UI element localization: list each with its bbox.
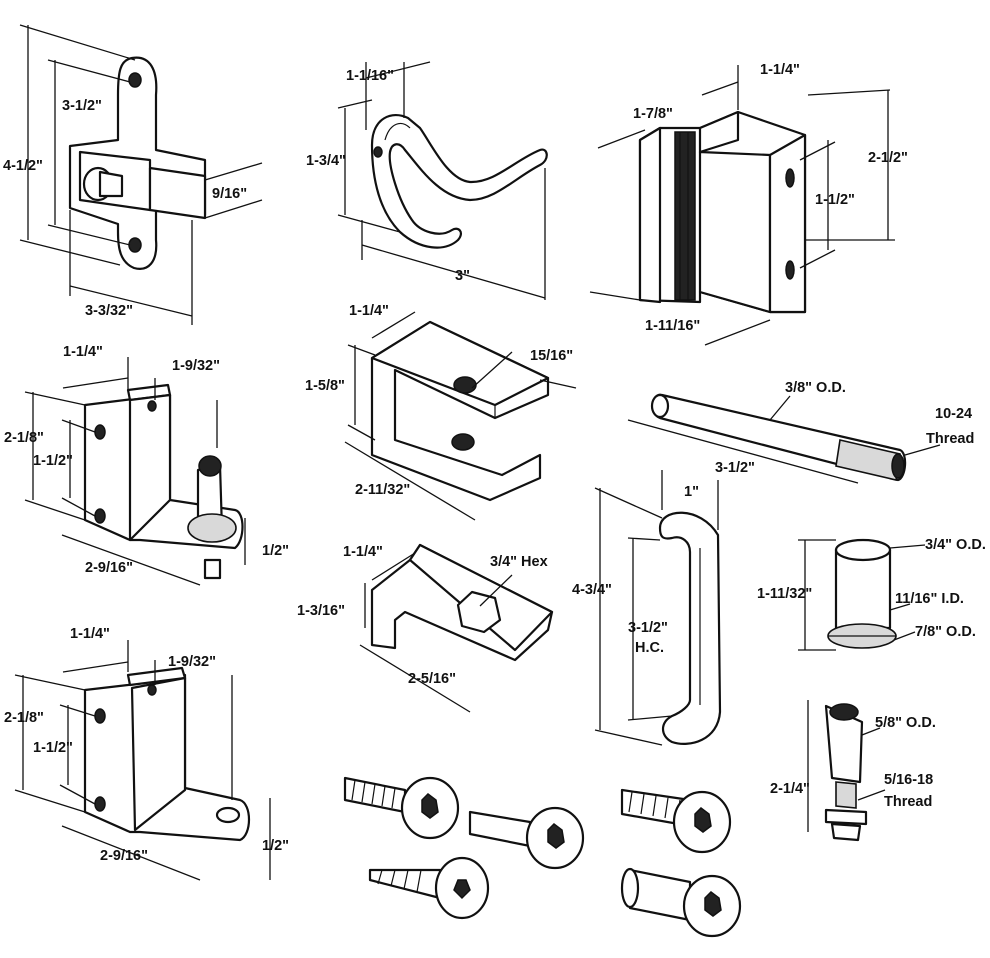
strike-height-label: 2-1/2": [868, 150, 908, 166]
cam-pin: [824, 703, 868, 842]
keeper-dimensions: 1-1/4" 1-5/8" 15/16" 2-11/32": [305, 303, 577, 521]
bushing-flange-label: 7/8" O.D.: [915, 624, 976, 640]
cam-thread-size-label: 5/16-18: [884, 772, 933, 788]
hex-size-label: 3/4" Hex: [490, 554, 548, 570]
bottom-hinge-height-label: 2-1/8": [4, 710, 44, 726]
bottom-hinge-depth-label: 2-9/16": [100, 848, 148, 864]
handle-length-label: 4-3/4": [572, 582, 612, 598]
top-hinge-holes-label: 1-1/2": [33, 453, 73, 469]
top-hinge-depth-label: 2-9/16": [85, 560, 133, 576]
hook-height-label: 1-3/4": [306, 153, 346, 169]
top-hinge-height-label: 2-1/8": [4, 430, 44, 446]
handle-hc-label: 3-1/2": [628, 620, 668, 636]
top-hinge-thickness-label: 1/2": [262, 543, 289, 559]
strike-width-label: 1-11/16": [645, 318, 700, 334]
strike-hole-spacing-label: 1-1/2": [815, 192, 855, 208]
top-hinge-pin-label: 1-9/32": [172, 358, 220, 374]
screw-sheet-metal-1: [620, 788, 732, 854]
bushing-dimensions: 3/4" O.D. 1-11/32" 11/16" I.D. 7/8" O.D.: [757, 537, 986, 651]
top-hinge: [83, 383, 244, 580]
door-latch: [68, 56, 207, 270]
keeper-height-label: 1-5/8": [305, 378, 345, 394]
bushing: [827, 538, 897, 649]
cam-od-label: 5/8" O.D.: [875, 715, 936, 731]
strike-dimensions: 1-1/4" 1-7/8" 2-1/2" 1-1/2" 1-11/16": [589, 62, 908, 346]
hook-width-label: 1-1/16": [346, 68, 394, 84]
barrel-nut: [620, 867, 742, 938]
threaded-pin: [650, 393, 907, 482]
coat-hook: [370, 113, 548, 249]
pull-handle: [658, 511, 722, 745]
bottom-hinge-holes-label: 1-1/2": [33, 740, 73, 756]
keeper-hole-label: 15/16": [530, 348, 573, 364]
strike-front-label: 1-7/8": [633, 106, 673, 122]
hex-keeper-height-label: 1-3/16": [297, 603, 345, 619]
hook-dimensions: 1-1/16" 1-3/4" 3": [306, 61, 546, 300]
bushing-height-label: 1-11/32": [757, 586, 812, 602]
pin-thread-size-label: 10-24: [935, 406, 972, 422]
keeper-width-label: 1-1/4": [349, 303, 389, 319]
cam-thread-label: Thread: [884, 794, 932, 810]
hex-keeper: [370, 543, 554, 662]
bottom-hinge-pin-label: 1-9/32": [168, 654, 216, 670]
bottom-hinge-thickness-label: 1/2": [262, 838, 289, 854]
top-hinge-dimensions: 1-1/4" 1-9/32" 2-1/8" 1-1/2" 2-9/16" 1/2…: [4, 344, 289, 586]
pin-od-label: 3/8" O.D.: [785, 380, 846, 396]
pin-dimensions: 3/8" O.D. 10-24 Thread 3-1/2": [627, 380, 974, 484]
hex-keeper-dimensions: 1-1/4" 3/4" Hex 1-3/16" 2-5/16": [297, 544, 548, 713]
strike-depth-label: 1-1/4": [760, 62, 800, 78]
pin-thread-label: Thread: [926, 431, 974, 447]
strike-bracket: [638, 110, 807, 314]
handle-hc-suffix-label: H.C.: [635, 640, 664, 656]
latch-dimensions: 4-1/2" 3-1/2" 3-3/32" 9/16": [3, 24, 263, 325]
handle-width-label: 1": [684, 484, 699, 500]
screw-wood: [368, 856, 490, 920]
bushing-od-label: 3/4" O.D.: [925, 537, 986, 553]
hex-keeper-length-label: 2-5/16": [408, 671, 456, 687]
latch-width-label: 3-3/32": [85, 303, 133, 319]
bottom-hinge-width-label: 1-1/4": [70, 626, 110, 642]
cam-dimensions: 5/8" O.D. 2-1/4" 5/16-18 Thread: [770, 700, 936, 832]
bottom-hinge: [83, 666, 251, 842]
hook-length-label: 3": [455, 268, 470, 284]
top-hinge-width-label: 1-1/4": [63, 344, 103, 360]
bottom-hinge-dimensions: 1-1/4" 1-9/32" 2-1/8" 1-1/2" 2-9/16" 1/2…: [4, 626, 289, 881]
latch-hole-spacing-label: 3-1/2": [62, 98, 102, 114]
bushing-id-label: 11/16" I.D.: [895, 591, 964, 607]
latch-bolt-label: 9/16": [212, 186, 247, 202]
hex-keeper-width-label: 1-1/4": [343, 544, 383, 560]
screw-machine-2: [468, 806, 585, 870]
latch-height-label: 4-1/2": [3, 158, 43, 174]
screw-machine-1: [343, 776, 460, 840]
cam-length-label: 2-1/4": [770, 781, 810, 797]
pin-length-label: 3-1/2": [715, 460, 755, 476]
keeper-length-label: 2-11/32": [355, 482, 410, 498]
keeper-bracket: [370, 320, 550, 502]
handle-dimensions: 4-3/4" 3-1/2" H.C. 1": [572, 470, 719, 746]
